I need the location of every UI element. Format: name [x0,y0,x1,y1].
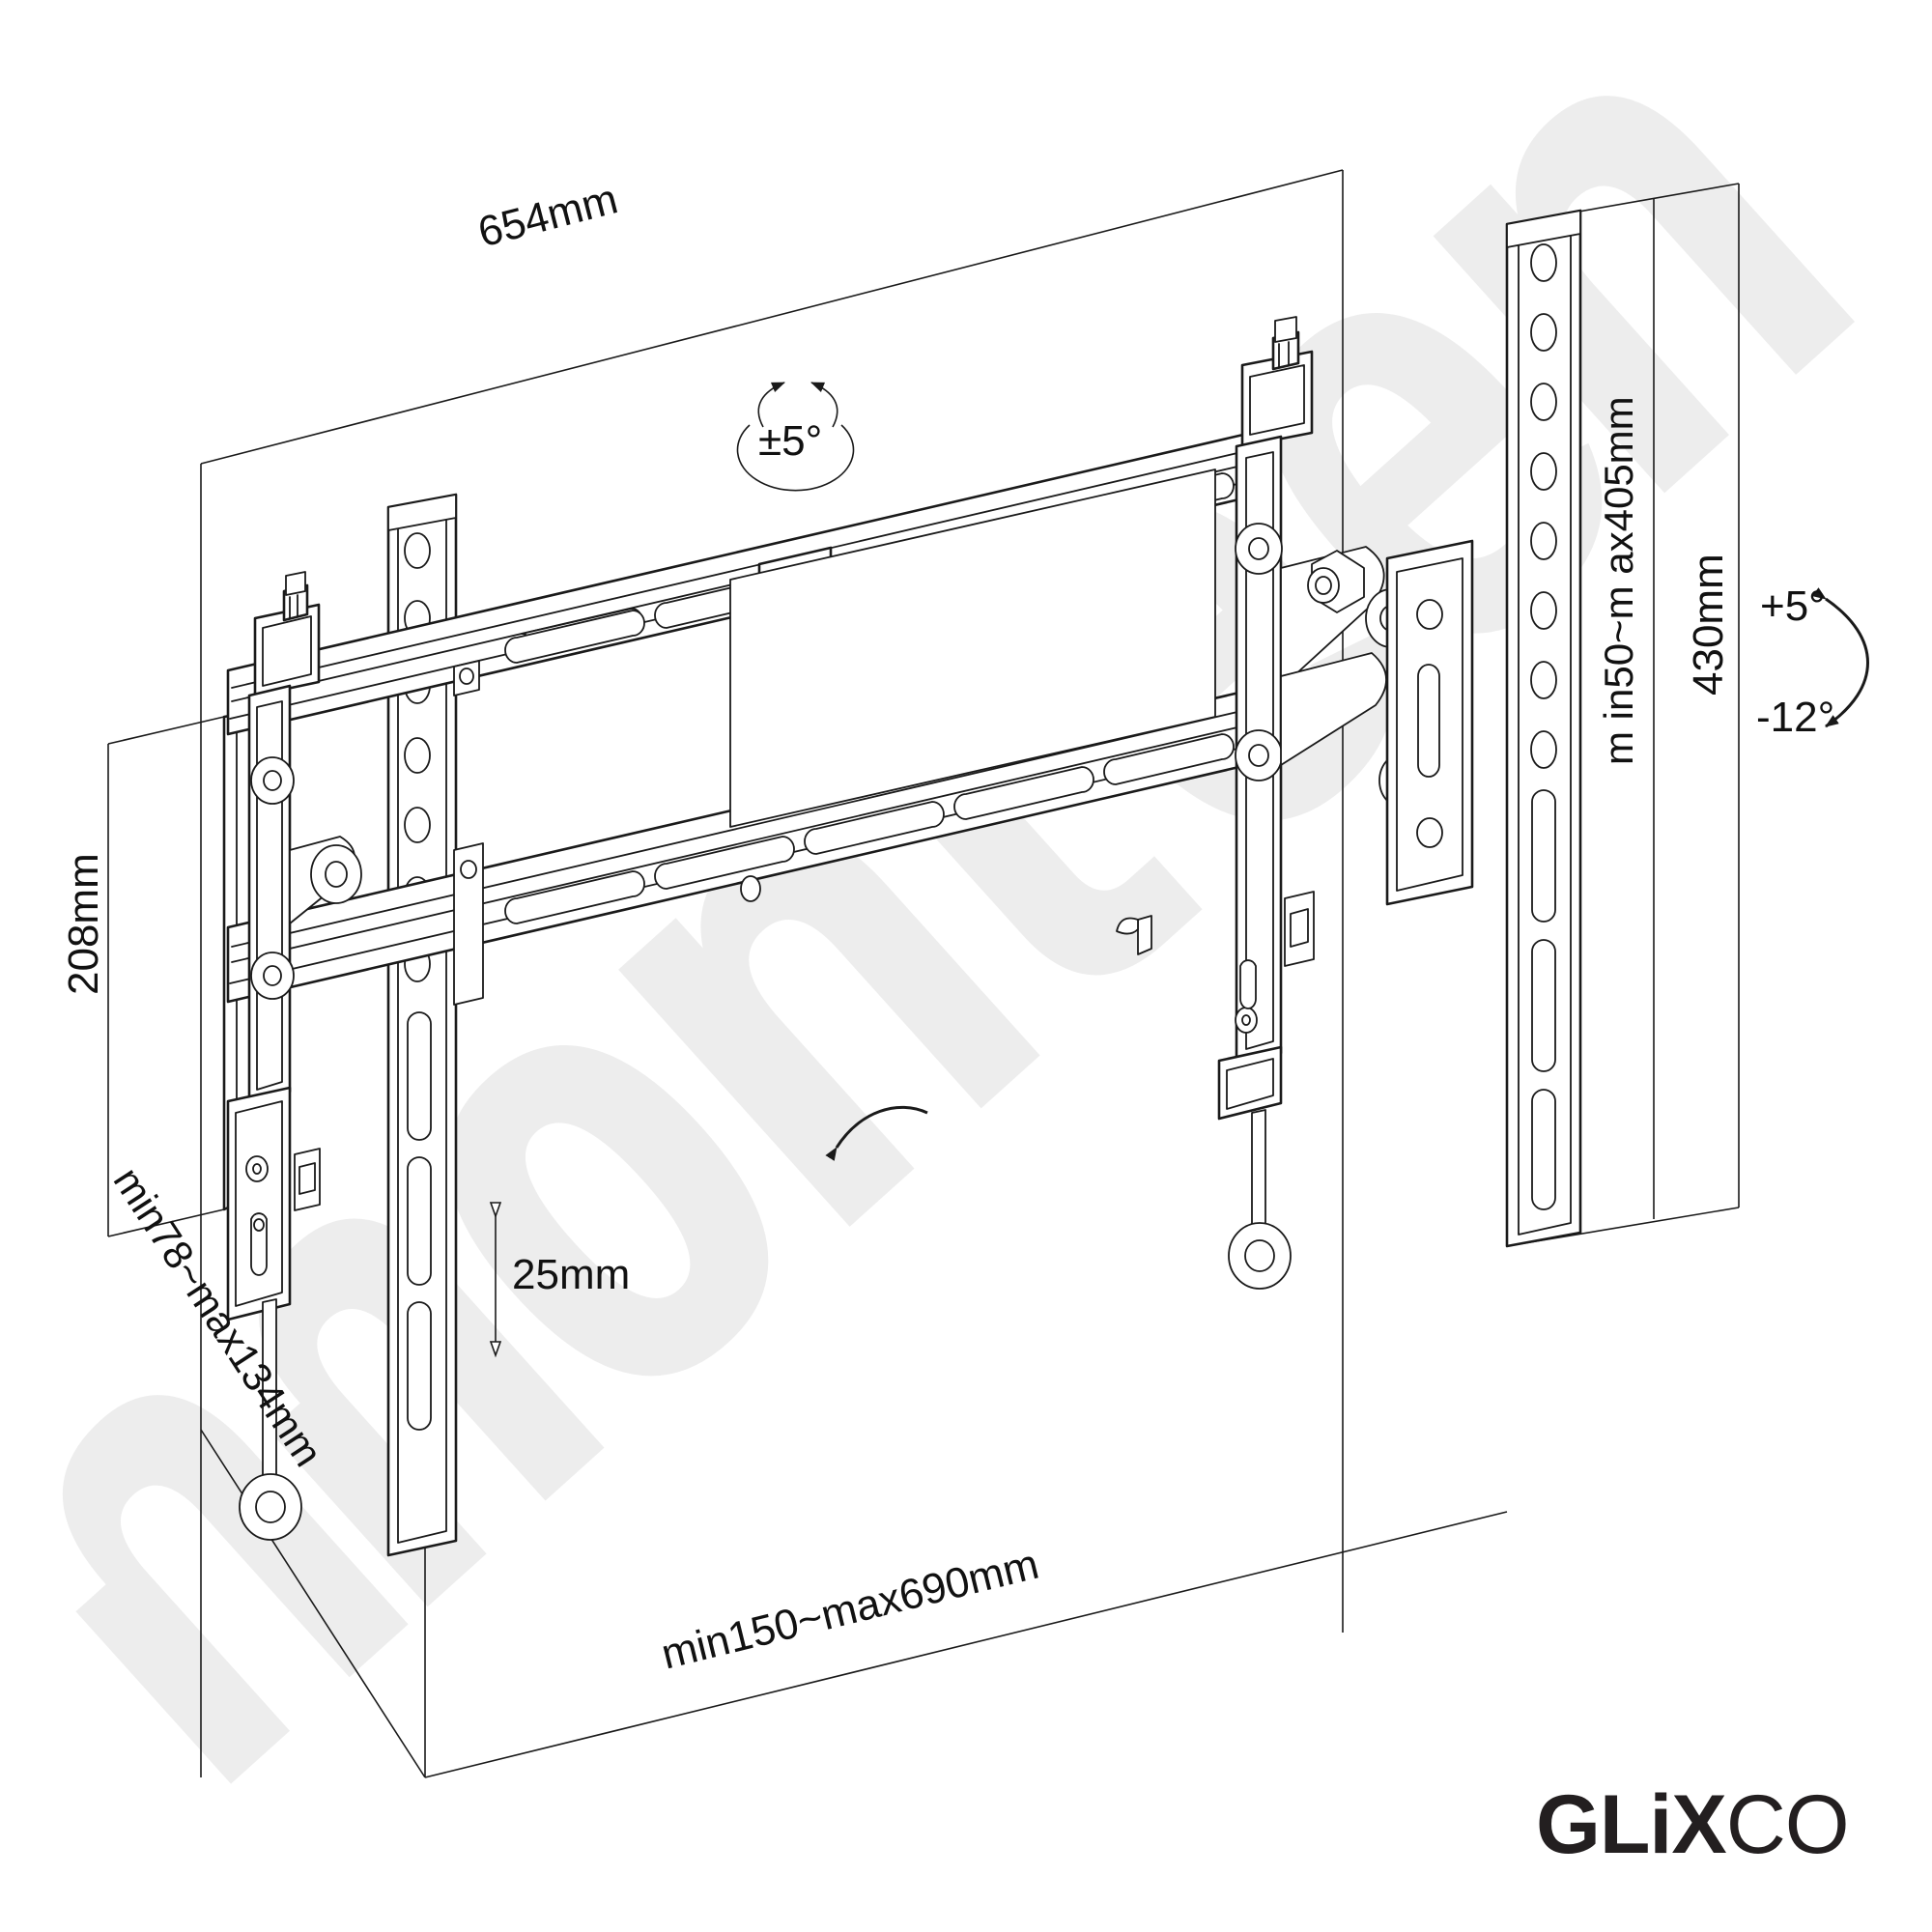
right-outer-plate [1385,539,1474,906]
logo-light-part: CO [1725,1778,1850,1871]
dimension-label-vesa-vertical-range: m in50~m ax405mm [1596,396,1641,765]
swivel-indicator [736,382,855,492]
angle-label-swivel: ±5° [758,417,823,465]
tv-bracket-left [226,571,362,1541]
angle-label-tilt-down: -12° [1756,694,1835,741]
logo-bold-part: GLiX [1536,1778,1727,1871]
dimension-label-height-right: 430mm [1685,554,1732,696]
brand-logo: GLiXCO [1536,1777,1850,1873]
dimension-label-height-left: 208mm [60,853,107,995]
tilt-arrow-center [825,1105,928,1161]
rail-tab-left [453,660,484,1006]
right-lower-plate [1217,959,1292,1290]
left-lower-plate [226,1086,302,1541]
tv-bracket-right [1217,316,1474,1290]
dimension-label-wall-gap: 25mm [512,1251,631,1298]
tilt-arrow-right [1812,587,1869,728]
tv-rail-right [1505,209,1582,1248]
angle-label-tilt-up: +5° [1760,582,1826,630]
